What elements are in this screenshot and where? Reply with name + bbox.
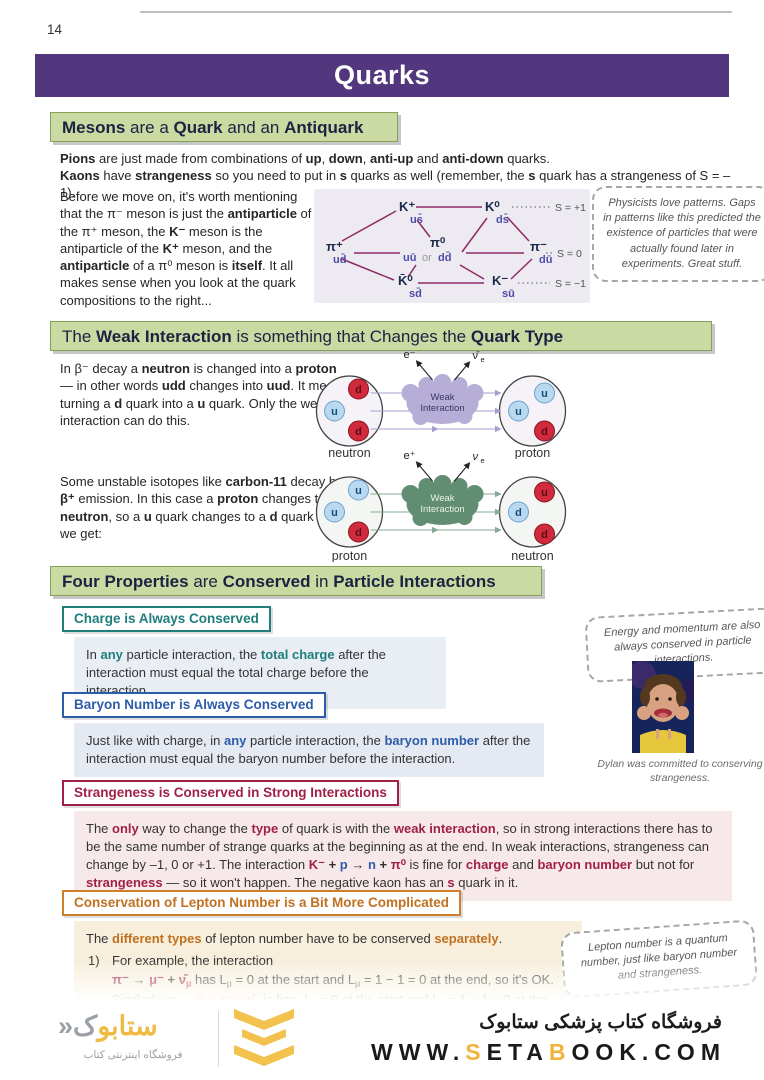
paragraph-beta-plus: Some unstable isotopes like carbon-11 de… (60, 474, 343, 541)
section-heading-conservation: Four Properties are Conserved in Particl… (50, 566, 542, 596)
neutron-label: neutron (328, 446, 370, 459)
quark-letter: d (541, 426, 548, 438)
positron-label: e⁺ (404, 450, 416, 462)
quarks-kplus: us̄ (410, 214, 423, 226)
quark-letter: u (541, 388, 548, 400)
lepton-intro: The different types of lepton number hav… (86, 931, 503, 946)
setabook-chevron-icon (234, 1009, 294, 1066)
neutron-label: neutron (511, 549, 553, 562)
weak-interaction-blob (401, 475, 484, 526)
intro-line-pions: Pions are just made from combinations of… (60, 151, 550, 166)
meson-piminus: π⁻ (530, 239, 547, 254)
blob-label-interaction: Interaction (420, 504, 464, 515)
lepton-box-title: Conservation of Lepton Number is a Bit M… (62, 890, 462, 916)
page-title: Quarks (333, 60, 431, 90)
page-fadeout (0, 960, 764, 1008)
meson-kplus: K⁺ (399, 199, 415, 214)
quarks-pizero-2: dd̄ (438, 252, 451, 264)
baryon-box-title: Baryon Number is Always Conserved (62, 692, 326, 718)
page-title-bar: Quarks (35, 54, 729, 97)
meson-pizero: π⁰ (430, 235, 446, 250)
quarks-kbar: sd̄ (409, 288, 422, 300)
meson-kbar: K̄⁰ (398, 273, 413, 288)
paragraph-antiparticles: Before we move on, it's worth mentioning… (60, 189, 312, 308)
antineutrino-label: ν̄ (473, 350, 481, 362)
quark-letter: u (515, 406, 522, 418)
page-number: 14 (47, 22, 63, 37)
intro-line-kaons: Kaons have strangeness so you need to pu… (60, 168, 731, 201)
proton-label: proton (515, 446, 550, 459)
quark-letter: u (331, 406, 338, 418)
proton-label: proton (332, 549, 367, 562)
quark-letter: u (331, 507, 338, 519)
charge-box-title: Charge is Always Conserved (62, 606, 271, 632)
strangeness-0-label: S = 0 (557, 248, 582, 260)
logo-divider (218, 1011, 219, 1067)
neutrino-sub: e (481, 456, 485, 465)
meson-kminus: K⁻ (492, 273, 508, 288)
strangeness-box-body: The only way to change the type of quark… (74, 811, 732, 901)
blob-label-weak: Weak (430, 392, 454, 403)
quark-letter: d (541, 529, 548, 541)
scan-edge-line (140, 11, 732, 13)
strangeness-box-title: Strangeness is Conserved in Strong Inter… (62, 780, 399, 806)
strangeness-plus1-label: S = +1 (555, 202, 586, 214)
weak-interaction-blob (401, 374, 484, 425)
neutrino-label: ν (473, 451, 479, 463)
footer: ستابوک« فروشگاه اینترنتی کتاب فروشگاه کت… (0, 1005, 764, 1080)
quarks-piplus: ud̄ (333, 254, 346, 266)
section-heading-mesons: Mesons are a Quark and an Antiquark (50, 112, 398, 142)
setabook-logo-tagline: فروشگاه اینترنتی کتاب (83, 1049, 183, 1061)
electron-label: e⁻ (404, 349, 416, 361)
quark-letter: u (355, 485, 362, 497)
quark-letter: d (355, 426, 362, 438)
beta-minus-decay-diagram: Weak Interaction e⁻ ν̄ e d u d u u d neu… (315, 349, 567, 459)
blob-label-weak: Weak (430, 493, 454, 504)
setabook-logo-wordmark: ستابوک« (58, 1011, 158, 1041)
quarks-kzero: ds̄ (496, 214, 509, 226)
meson-octet-diagram: K⁺ K⁰ π⁺ π⁰ π⁻ K̄⁰ K⁻ us̄ ds̄ ud̄ uū or … (314, 189, 590, 303)
section-heading-weak-interaction: The Weak Interaction is something that C… (50, 321, 712, 351)
baryon-box-body: Just like with charge, in any particle i… (74, 723, 544, 777)
quarks-piminus: dū (539, 254, 552, 266)
margin-note-patterns: Physicists love patterns. Gaps in patter… (592, 186, 764, 282)
strangeness-minus1-label: S = −1 (555, 278, 586, 290)
photo-caption: Dylan was committed to conserving strang… (597, 758, 763, 785)
footer-persian-title: فروشگاه کتاب پزشکی ستابوک (479, 1012, 722, 1033)
meson-octet-svg: K⁺ K⁰ π⁺ π⁰ π⁻ K̄⁰ K⁻ us̄ ds̄ ud̄ uū or … (326, 199, 586, 300)
quark-letter: d (515, 507, 522, 519)
quarks-kminus: sū (502, 288, 515, 300)
beta-plus-decay-diagram: Weak Interaction e⁺ ν e u u d u d d prot… (315, 450, 567, 562)
meson-piplus: π⁺ (326, 239, 343, 254)
paragraph-beta-minus: In β⁻ decay a neutron is changed into a … (60, 361, 348, 428)
quark-letter: u (541, 487, 548, 499)
dylan-photo (628, 661, 700, 753)
quarks-pizero-1: uū (403, 252, 416, 264)
blob-label-interaction: Interaction (420, 403, 464, 414)
antineutrino-sub: e (481, 355, 485, 364)
quarks-pizero-or: or (422, 252, 432, 264)
quark-letter: d (355, 384, 362, 396)
quark-letter: d (355, 527, 362, 539)
meson-kzero: K⁰ (485, 199, 500, 214)
footer-url: WWW.SETABOOK.COM (371, 1039, 726, 1065)
